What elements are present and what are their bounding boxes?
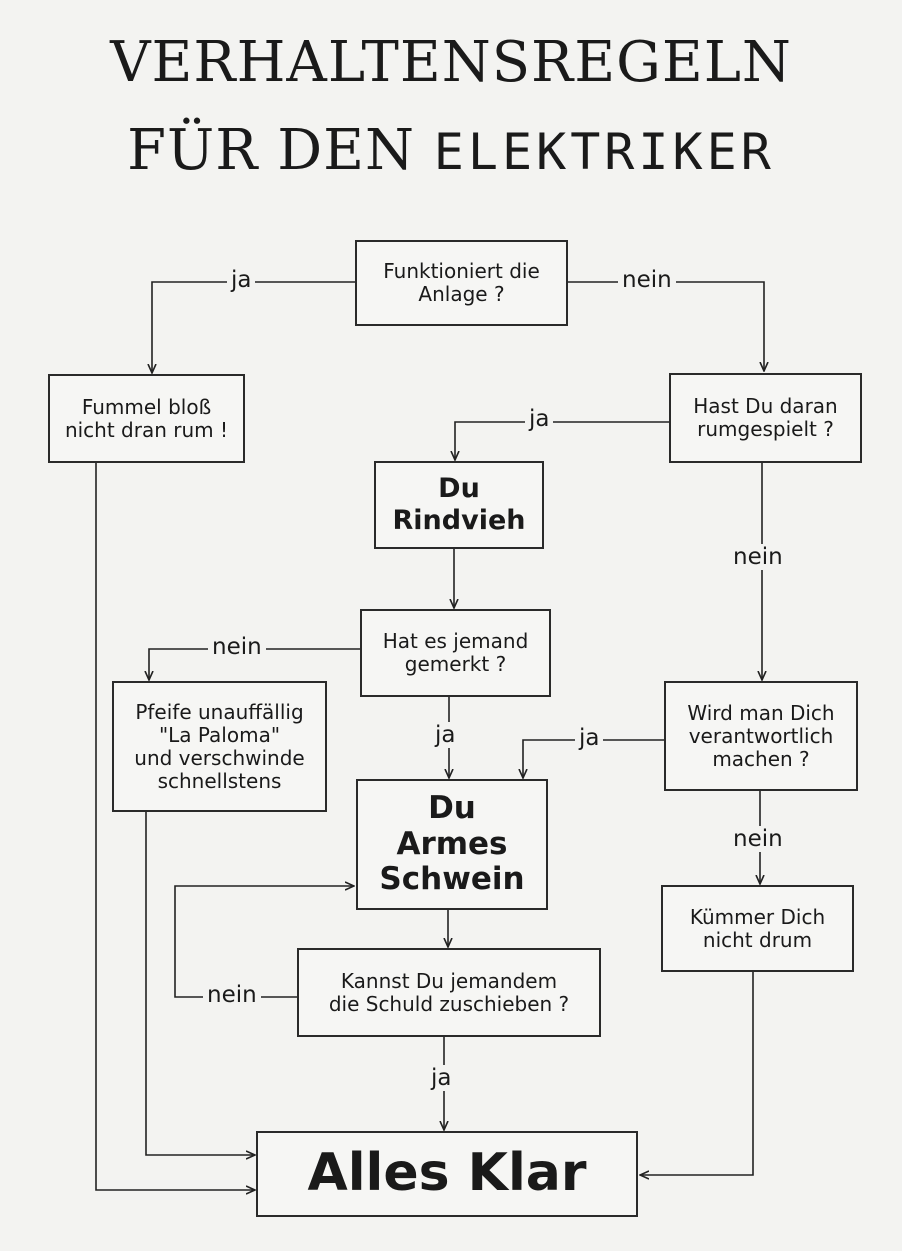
node-rumgespielt: Hast Du daran rumgespielt ? xyxy=(669,373,862,463)
node-funktioniert: Funktioniert die Anlage ? xyxy=(355,240,568,326)
edge-label-ja: ja xyxy=(427,1065,456,1091)
edge-label-ja: ja xyxy=(525,406,554,432)
edge-funktioniert-nein xyxy=(567,281,764,371)
node-gemerkt: Hat es jemand gemerkt ? xyxy=(360,609,551,697)
edge-label-nein: nein xyxy=(203,982,261,1008)
edge-pfeife-allesklar xyxy=(145,812,255,1155)
node-fummel: Fummel bloß nicht dran rum ! xyxy=(48,374,245,463)
edge-label-nein: nein xyxy=(618,267,676,293)
node-kuemmer: Kümmer Dich nicht drum xyxy=(661,885,854,972)
edge-fummel-allesklar xyxy=(95,463,255,1190)
title-line-2-prefix: FÜR DEN xyxy=(127,118,415,183)
edge-rumgespielt-ja xyxy=(455,421,669,460)
edge-label-ja: ja xyxy=(227,267,256,293)
node-schuld: Kannst Du jemandem die Schuld zuschieben… xyxy=(297,948,601,1037)
node-rindvieh: Du Rindvieh xyxy=(374,461,544,549)
edge-label-ja: ja xyxy=(431,722,460,748)
edge-label-nein: nein xyxy=(729,544,787,570)
edge-funktioniert-ja xyxy=(152,281,355,373)
edge-label-nein: nein xyxy=(729,826,787,852)
edge-label-nein: nein xyxy=(208,634,266,660)
edge-verantwortlich-ja xyxy=(523,739,664,778)
edge-gemerkt-nein xyxy=(149,648,360,680)
node-alles-klar: Alles Klar xyxy=(256,1131,638,1217)
edge-kuemmer-allesklar xyxy=(640,972,754,1175)
edge-label-ja: ja xyxy=(575,725,604,751)
node-armes-schwein: Du Armes Schwein xyxy=(356,779,548,910)
node-verantwortlich: Wird man Dich verantwortlich machen ? xyxy=(664,681,858,791)
title-handwritten-word: ELEKTRIKER xyxy=(433,123,775,181)
node-pfeife: Pfeife unauffällig "La Paloma" und versc… xyxy=(112,681,327,812)
title-line-2: FÜR DEN ELEKTRIKER xyxy=(0,118,902,183)
title-line-1: VERHALTENSREGELN xyxy=(110,30,792,95)
